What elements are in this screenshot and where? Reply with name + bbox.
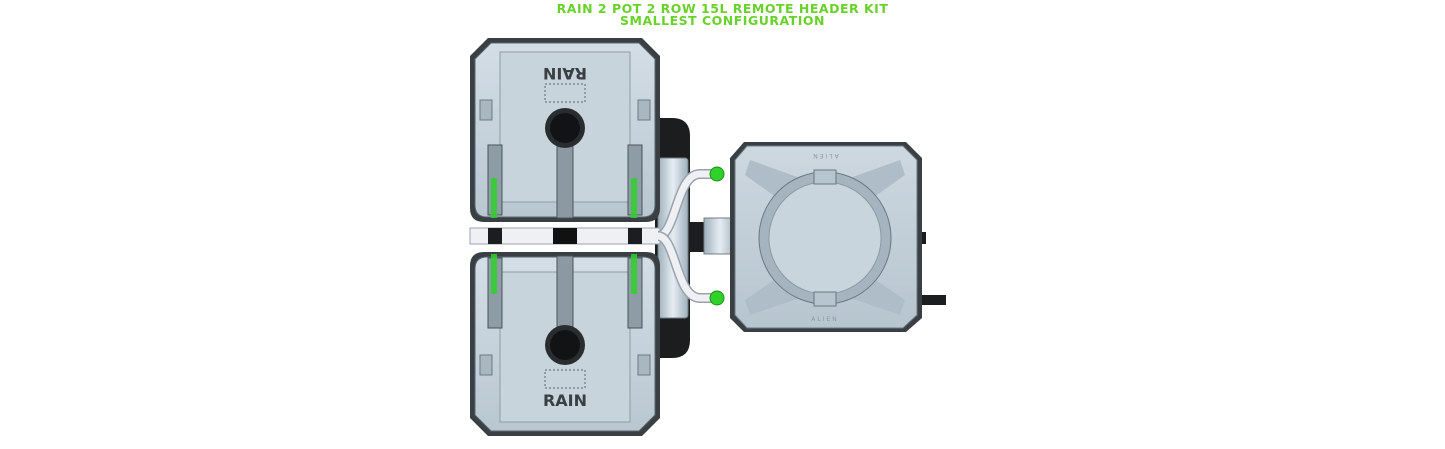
green-connector-bottom <box>709 290 725 306</box>
reservoir-brand-top: ALIEN <box>811 152 839 159</box>
bottom-pot: RAIN <box>470 252 660 436</box>
reservoir-brand-bottom: ALIEN <box>811 316 839 323</box>
drip-line-markers <box>491 178 637 294</box>
green-connector-top <box>709 166 725 182</box>
diagram-title-line2: SMALLEST CONFIGURATION <box>620 13 825 28</box>
bottom-pot-brand-label: RAIN <box>543 391 587 410</box>
top-pot: RAIN <box>470 38 660 222</box>
top-pot-brand-label: RAIN <box>543 64 587 83</box>
diagram-title-line1: RAIN 2 POT 2 ROW 15L REMOTE HEADER KIT <box>556 1 889 16</box>
reservoir-tank: ALIEN ALIEN <box>730 142 946 332</box>
feed-tube <box>469 169 716 303</box>
